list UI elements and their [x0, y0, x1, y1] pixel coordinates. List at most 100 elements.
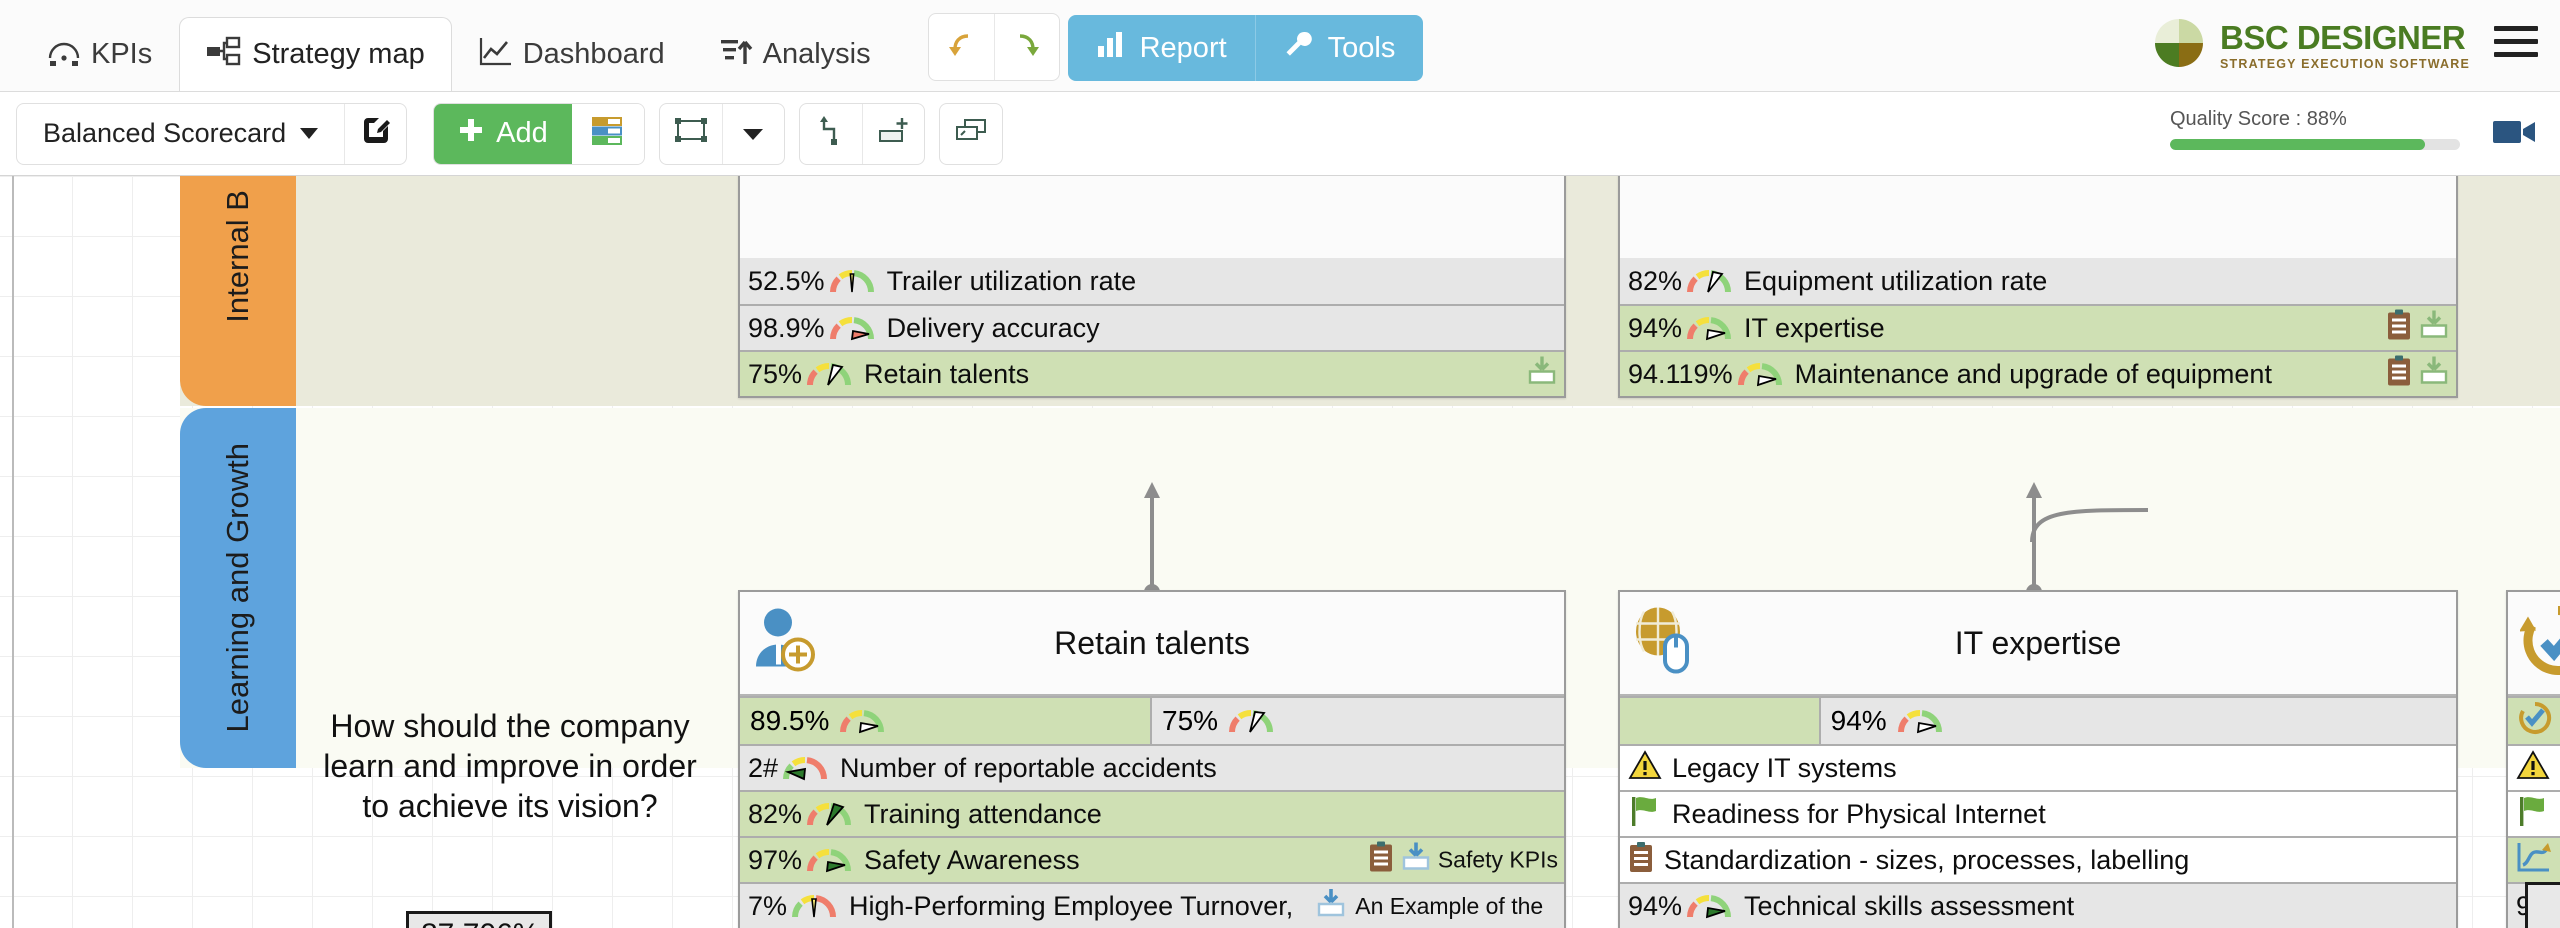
- clipboard-icon[interactable]: [1368, 841, 1394, 880]
- kpi-row[interactable]: Readiness for Physical Internet: [1620, 790, 2456, 836]
- kpi-row[interactable]: 94% Technical skills assessment: [1620, 882, 2456, 928]
- inbox-icon[interactable]: [1400, 841, 1432, 880]
- card-header[interactable]: Retain talents: [740, 592, 1564, 696]
- inbox-icon[interactable]: [2418, 355, 2450, 394]
- kpi-row[interactable]: 2# Number of reportable accidents: [740, 744, 1564, 790]
- kpi-row[interactable]: 52.5% Trailer utilization rate: [740, 258, 1564, 304]
- kpi-label: Readiness for Physical Internet: [1672, 798, 2046, 829]
- objective-card-edge-clipped[interactable]: 98%: [2506, 590, 2560, 928]
- brand-text: BSC DESIGNER STRATEGY EXECUTION SOFTWARE: [2220, 21, 2470, 71]
- blue-button-group: Report Tools: [1067, 15, 1424, 81]
- kpi-row[interactable]: 82% Training attendance: [740, 790, 1564, 836]
- nav-tab-list: KPIs Strategy map Dashboard Analysis: [0, 0, 898, 91]
- perspective-learning-score: 87.706%: [406, 911, 553, 928]
- add-button[interactable]: Add: [434, 103, 572, 164]
- gauge-icon: [804, 354, 854, 395]
- kpi-row[interactable]: Standardization - sizes, processes, labe…: [1620, 836, 2456, 882]
- overlap-shapes-icon: [953, 117, 989, 150]
- kpi-row[interactable]: Legacy IT systems: [1620, 744, 2456, 790]
- gauge-icon: [1684, 886, 1734, 927]
- undo-button[interactable]: [929, 14, 994, 80]
- objective-card-it-expertise[interactable]: IT expertise 94% Legacy IT systems: [1618, 590, 2458, 928]
- edge-score-clipped: [2525, 882, 2560, 928]
- kpi-row[interactable]: 97% Safety Awareness Safety KPIs: [740, 836, 1564, 882]
- kpi-row[interactable]: 7% High-Performing Employee Turnover, An…: [740, 882, 1564, 928]
- gauge-icon: [47, 36, 81, 74]
- kpi-row[interactable]: [2508, 836, 2560, 882]
- trend-chart-icon: [2516, 841, 2552, 880]
- kpi-value: 98.9%: [748, 312, 825, 343]
- kpi-value: 94.119%: [1628, 358, 1733, 389]
- add-list-button[interactable]: [571, 103, 644, 164]
- cycle-check-small-icon: [2516, 701, 2554, 742]
- kpi-row[interactable]: [2508, 696, 2560, 744]
- green-flag-icon: [1628, 795, 1662, 834]
- tab-kpis[interactable]: KPIs: [20, 17, 179, 91]
- kpi-row[interactable]: 94.119% Maintenance and upgrade of equip…: [1620, 350, 2456, 396]
- kpi-label: Training attendance: [864, 798, 1102, 829]
- kpi-row[interactable]: [2508, 790, 2560, 836]
- editor-toolbar: Balanced Scorecard Add: [0, 92, 2560, 176]
- scorecard-selector-label: Balanced Scorecard: [43, 118, 287, 148]
- connector-arrowhead: [1144, 482, 1160, 498]
- kpi-row[interactable]: 98.9% Delivery accuracy: [740, 304, 1564, 350]
- shape-group: [658, 102, 785, 165]
- tools-button[interactable]: Tools: [1254, 15, 1424, 81]
- card-header[interactable]: IT expertise: [1620, 592, 2456, 696]
- report-button[interactable]: Report: [1068, 15, 1255, 81]
- hamburger-icon[interactable]: [2494, 26, 2538, 65]
- clipboard-icon: [1628, 841, 1654, 880]
- tab-strategy-map[interactable]: Strategy map: [179, 17, 452, 91]
- edit-scorecard-button[interactable]: [344, 103, 406, 164]
- connector-arrowhead: [2026, 482, 2042, 498]
- kpi-row[interactable]: 75% Retain talents: [740, 350, 1564, 396]
- tab-dashboard[interactable]: Dashboard: [452, 17, 692, 91]
- linechart-icon: [479, 36, 513, 74]
- tab-kpis-label: KPIs: [91, 38, 153, 70]
- clipboard-icon[interactable]: [2386, 309, 2412, 348]
- green-flag-icon: [2516, 795, 2550, 834]
- overlap-button[interactable]: [940, 104, 1002, 164]
- redo-button[interactable]: [993, 14, 1059, 80]
- gauge-icon: [1895, 701, 1945, 742]
- gauge-icon: [1735, 354, 1785, 395]
- shape-dropdown-button[interactable]: [721, 103, 784, 164]
- kpi-label: Standardization - sizes, processes, labe…: [1664, 844, 2190, 875]
- kpi-row[interactable]: 82% Equipment utilization rate: [1620, 258, 2456, 304]
- card-score-lagging[interactable]: 75%: [1152, 698, 1564, 744]
- card-header[interactable]: [2508, 592, 2560, 696]
- clipboard-icon[interactable]: [2386, 355, 2412, 394]
- inbox-icon[interactable]: [1315, 887, 1347, 926]
- tab-analysis[interactable]: Analysis: [692, 17, 898, 91]
- strategy-map-canvas[interactable]: Internal B 74.535% Learning and Growth H…: [0, 176, 2560, 928]
- objective-card-internal-right[interactable]: 82% Equipment utilization rate 94% IT ex…: [1618, 176, 2458, 398]
- chevron-down-icon: [300, 128, 319, 139]
- kpi-label: Trailer utilization rate: [886, 265, 1137, 296]
- kpi-label: Delivery accuracy: [886, 312, 1100, 343]
- kpi-attachment-label: Safety KPIs: [1437, 846, 1558, 873]
- tab-dashboard-label: Dashboard: [522, 38, 665, 70]
- gauge-icon: [1684, 261, 1734, 302]
- add-box-button[interactable]: [861, 103, 924, 164]
- kpi-row[interactable]: [2508, 744, 2560, 790]
- scorecard-selector[interactable]: Balanced Scorecard: [17, 104, 344, 164]
- card-score-lagging[interactable]: 94%: [1820, 698, 2456, 744]
- objective-card-retain-talents[interactable]: Retain talents 89.5% 75% 2# Number of re…: [738, 590, 1566, 928]
- quality-score-bar: [2170, 139, 2460, 150]
- inbox-icon[interactable]: [1526, 355, 1558, 394]
- inbox-icon[interactable]: [2418, 309, 2450, 348]
- card-score-leading[interactable]: [1620, 698, 1821, 744]
- video-camera-icon[interactable]: [2492, 116, 2538, 153]
- kpi-row[interactable]: 94% IT expertise: [1620, 304, 2456, 350]
- card-score-leading-value: 89.5%: [750, 705, 830, 736]
- kpi-label: Maintenance and upgrade of equipment: [1794, 358, 2272, 389]
- card-score-leading[interactable]: 89.5%: [740, 698, 1152, 744]
- connector-button[interactable]: [800, 104, 862, 164]
- perspective-internal-tab[interactable]: Internal B: [180, 176, 296, 406]
- shape-button[interactable]: [660, 104, 722, 164]
- card-score-lagging-value: 94%: [1830, 705, 1887, 736]
- connector-line: [2032, 494, 2036, 594]
- perspective-learning-tab[interactable]: Learning and Growth: [180, 408, 296, 768]
- objective-card-internal-left[interactable]: 52.5% Trailer utilization rate 98.9% Del…: [738, 176, 1566, 398]
- connector-group: [798, 102, 925, 165]
